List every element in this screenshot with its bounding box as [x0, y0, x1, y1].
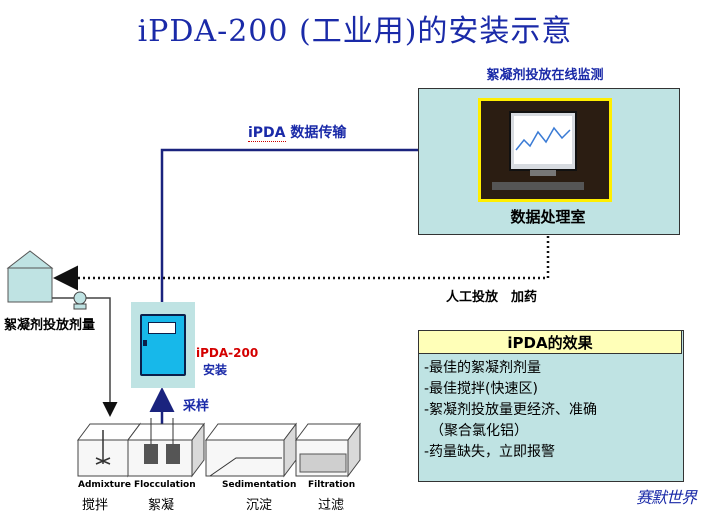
device-display — [148, 322, 176, 334]
company-logo: 赛默世界 — [636, 488, 697, 507]
manual-dosing-label: 人工投放 加药 — [446, 290, 538, 305]
sample-label: 采样 — [183, 399, 210, 414]
effect-item: （聚合氯化铝） — [430, 423, 528, 439]
stage-zh-flocculation: 絮凝 — [148, 498, 175, 513]
dose-label: 絮凝剂投放剂量 — [4, 318, 96, 333]
device-handle — [143, 340, 147, 346]
data-transfer-label-suffix: 数据传输 — [285, 125, 347, 141]
stage-zh-sedimentation: 沉淀 — [246, 498, 273, 513]
manual-dosing-arrow — [53, 236, 550, 291]
stage-zh-admixture: 搅拌 — [82, 498, 109, 513]
stage-en-admixture: Admixture — [78, 480, 131, 490]
page-title: iPDA-200 (工业用)的安装示意 — [137, 14, 573, 49]
dosing-pipe-down — [86, 297, 118, 417]
stage-en-filtration: Filtration — [308, 480, 356, 490]
filter-media — [299, 453, 347, 473]
effect-item: -絮凝剂投放量更经济、准确 — [424, 402, 598, 418]
stage-en-sedimentation: Sedimentation — [222, 480, 297, 490]
stage-zh-filtration: 过滤 — [318, 498, 345, 513]
data-room-label: 数据处理室 — [510, 208, 586, 226]
effect-list: -最佳的絮凝剂剂量 -最佳搅拌(快速区) -絮凝剂投放量更经济、准确 （聚合氯化… — [424, 358, 597, 463]
install-label: 安装 — [203, 363, 228, 377]
data-transfer-label-prefix: iPDA — [248, 125, 286, 142]
monitor-photo — [478, 98, 612, 202]
data-transfer-arrow — [160, 137, 475, 302]
effect-panel — [418, 330, 684, 482]
effect-item: -药量缺失，立即报警 — [424, 444, 556, 460]
data-transfer-label: iPDA 数据传输 — [248, 122, 346, 142]
sedimentation-slope — [209, 457, 282, 477]
pump-icon — [73, 291, 87, 310]
flocculator-icon — [144, 444, 180, 464]
chemical-tank-icon — [6, 250, 54, 303]
device-label: iPDA-200 — [196, 346, 259, 360]
effect-item: -最佳搅拌(快速区) — [424, 381, 538, 397]
effect-item: -最佳的絮凝剂剂量 — [424, 360, 542, 376]
effect-title: iPDA的效果 — [418, 330, 682, 354]
monitor-label: 絮凝剂投放在线监测 — [486, 68, 604, 83]
stage-en-flocculation: Flocculation — [134, 480, 196, 490]
mixer-icon — [95, 430, 111, 465]
